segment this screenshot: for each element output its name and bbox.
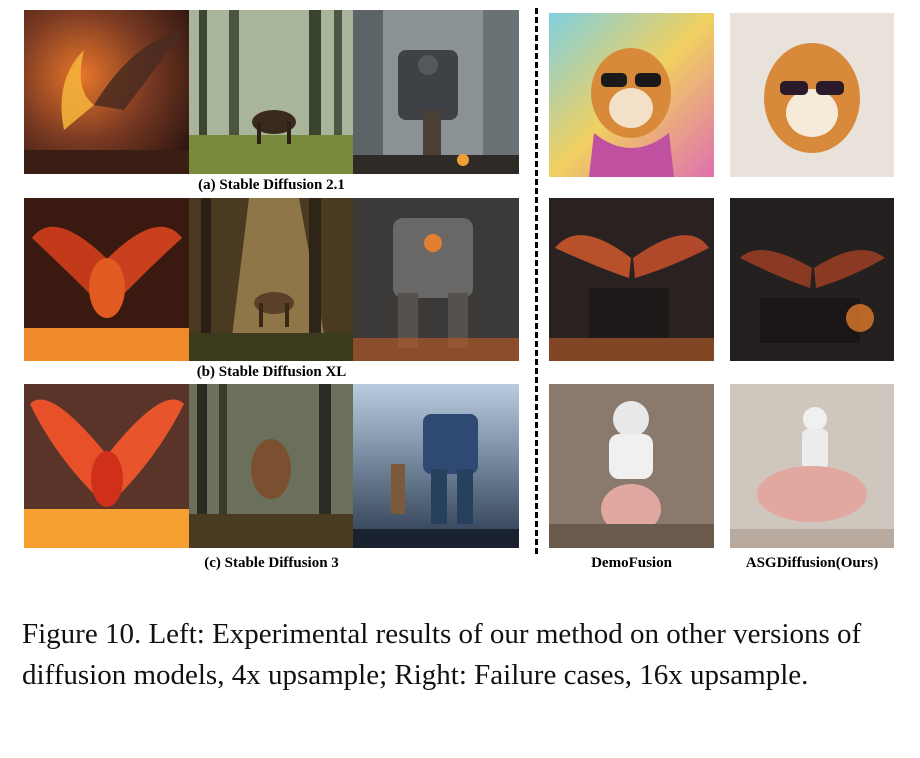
sd3-deer-image — [189, 384, 353, 548]
sd21-robot-image — [353, 10, 519, 174]
asg-corgi-image — [730, 13, 894, 177]
demofusion-astronaut-image — [549, 384, 714, 548]
figure: (a) Stable Diffusion 2.1 (b) Stable Diff… — [24, 8, 894, 571]
demofusion-dragon-image — [549, 198, 714, 361]
figure-caption: Figure 10. Left: Experimental results of… — [22, 618, 862, 691]
dashed-divider — [535, 8, 538, 554]
sd21-phoenix-image — [24, 10, 189, 174]
label-demofusion: DemoFusion — [591, 555, 672, 571]
demofusion-corgi-image — [549, 13, 714, 177]
caption-sd21: (a) Stable Diffusion 2.1 — [198, 177, 345, 193]
sdxl-deer-image — [189, 198, 353, 361]
sd3-robot-image — [353, 384, 519, 548]
caption-sd3: (c) Stable Diffusion 3 — [204, 555, 339, 571]
label-asgdiffusion: ASGDiffusion(Ours) — [745, 555, 879, 571]
caption-sdxl: (b) Stable Diffusion XL — [196, 364, 347, 380]
sdxl-phoenix-image — [24, 198, 189, 361]
sdxl-robot-image — [353, 198, 519, 361]
asg-dragon-image — [730, 198, 894, 361]
sd21-deer-image — [189, 10, 353, 174]
asg-astronaut-image — [730, 384, 894, 548]
sd3-phoenix-image — [24, 384, 189, 548]
